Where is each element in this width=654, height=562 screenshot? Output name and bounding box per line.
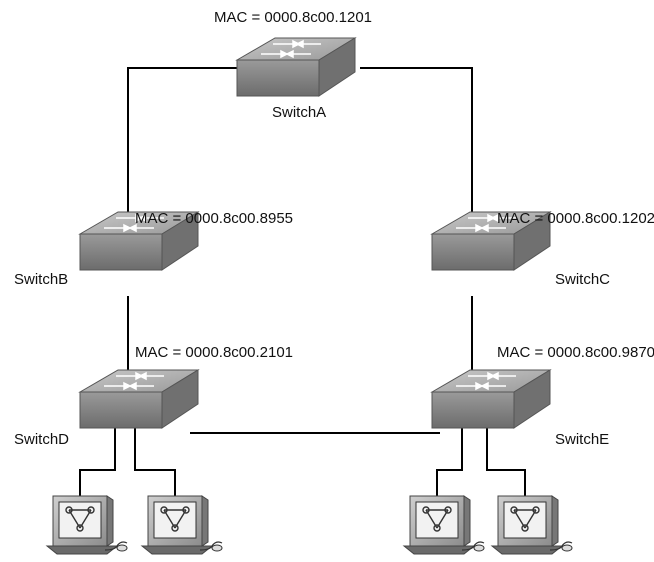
switch-e-name: SwitchE [555, 431, 609, 448]
switch-d-mac: MAC = 0000.8c00.2101 [135, 344, 293, 361]
switch-b-mac: MAC = 0000.8c00.8955 [135, 210, 293, 227]
workstation-icon [46, 495, 128, 555]
switch-c: MAC = 0000.8c00.1202 SwitchC [431, 210, 654, 288]
switch-a-name: SwitchA [272, 104, 326, 121]
workstation-icon [491, 495, 573, 555]
switch-b: MAC = 0000.8c00.8955 SwitchB [14, 210, 293, 288]
switch-c-mac: MAC = 0000.8c00.1202 [497, 210, 654, 227]
link-a-c [360, 67, 473, 222]
switch-c-name: SwitchC [555, 271, 610, 288]
switch-icon [431, 369, 551, 429]
link-d-host1 [79, 425, 116, 510]
links [79, 67, 526, 510]
switch-e: MAC = 0000.8c00.9870 SwitchE [431, 344, 654, 448]
hosts [46, 495, 573, 555]
switch-d-name: SwitchD [14, 431, 69, 448]
link-d-host2 [134, 425, 176, 510]
switch-d: MAC = 0000.8c00.2101 SwitchD [14, 344, 293, 448]
workstation-icon [141, 495, 223, 555]
switch-e-mac: MAC = 0000.8c00.9870 [497, 344, 654, 361]
switch-b-name: SwitchB [14, 271, 68, 288]
workstation-icon [403, 495, 485, 555]
link-e-host2 [486, 425, 526, 510]
link-a-b [127, 67, 240, 222]
switch-a: MAC = 0000.8c00.1201 SwitchA [214, 9, 372, 121]
link-e-host1 [436, 425, 463, 510]
switch-icon [236, 37, 356, 97]
switch-icon [79, 369, 199, 429]
switch-a-mac: MAC = 0000.8c00.1201 [214, 9, 372, 26]
